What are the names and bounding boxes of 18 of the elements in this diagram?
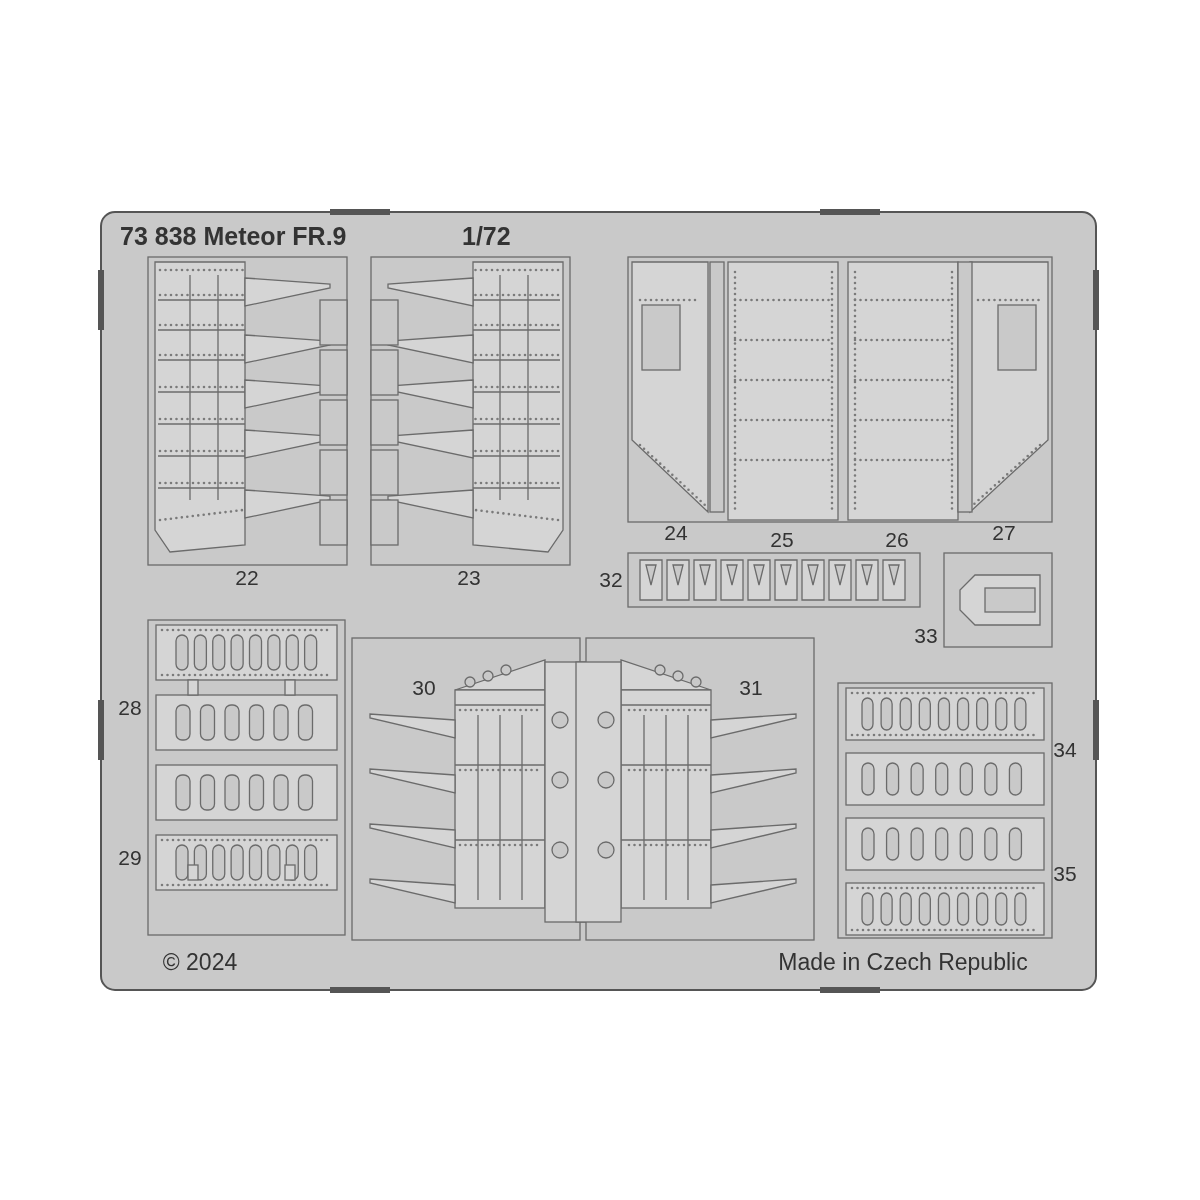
part-number: 25 (770, 528, 794, 552)
title: 73 838 Meteor FR.9 (120, 222, 347, 251)
part-number: 22 (235, 566, 259, 590)
part-number: 26 (885, 528, 909, 552)
part-number: 31 (739, 676, 763, 700)
part-number: 33 (914, 624, 938, 648)
part-number: 32 (599, 568, 623, 592)
footer-text: © 2024 (162, 948, 238, 976)
part-number: 34 (1053, 738, 1077, 762)
part-number: 27 (992, 521, 1016, 545)
scale-label: 1/72 (462, 222, 511, 251)
part-number: 24 (664, 521, 688, 545)
part-number: 35 (1053, 862, 1077, 886)
part-number: 23 (457, 566, 481, 590)
part-number: 29 (118, 846, 142, 870)
footer-text: Made in Czech Republic (778, 948, 1028, 976)
part-number: 28 (118, 696, 142, 720)
part-number: 30 (412, 676, 436, 700)
